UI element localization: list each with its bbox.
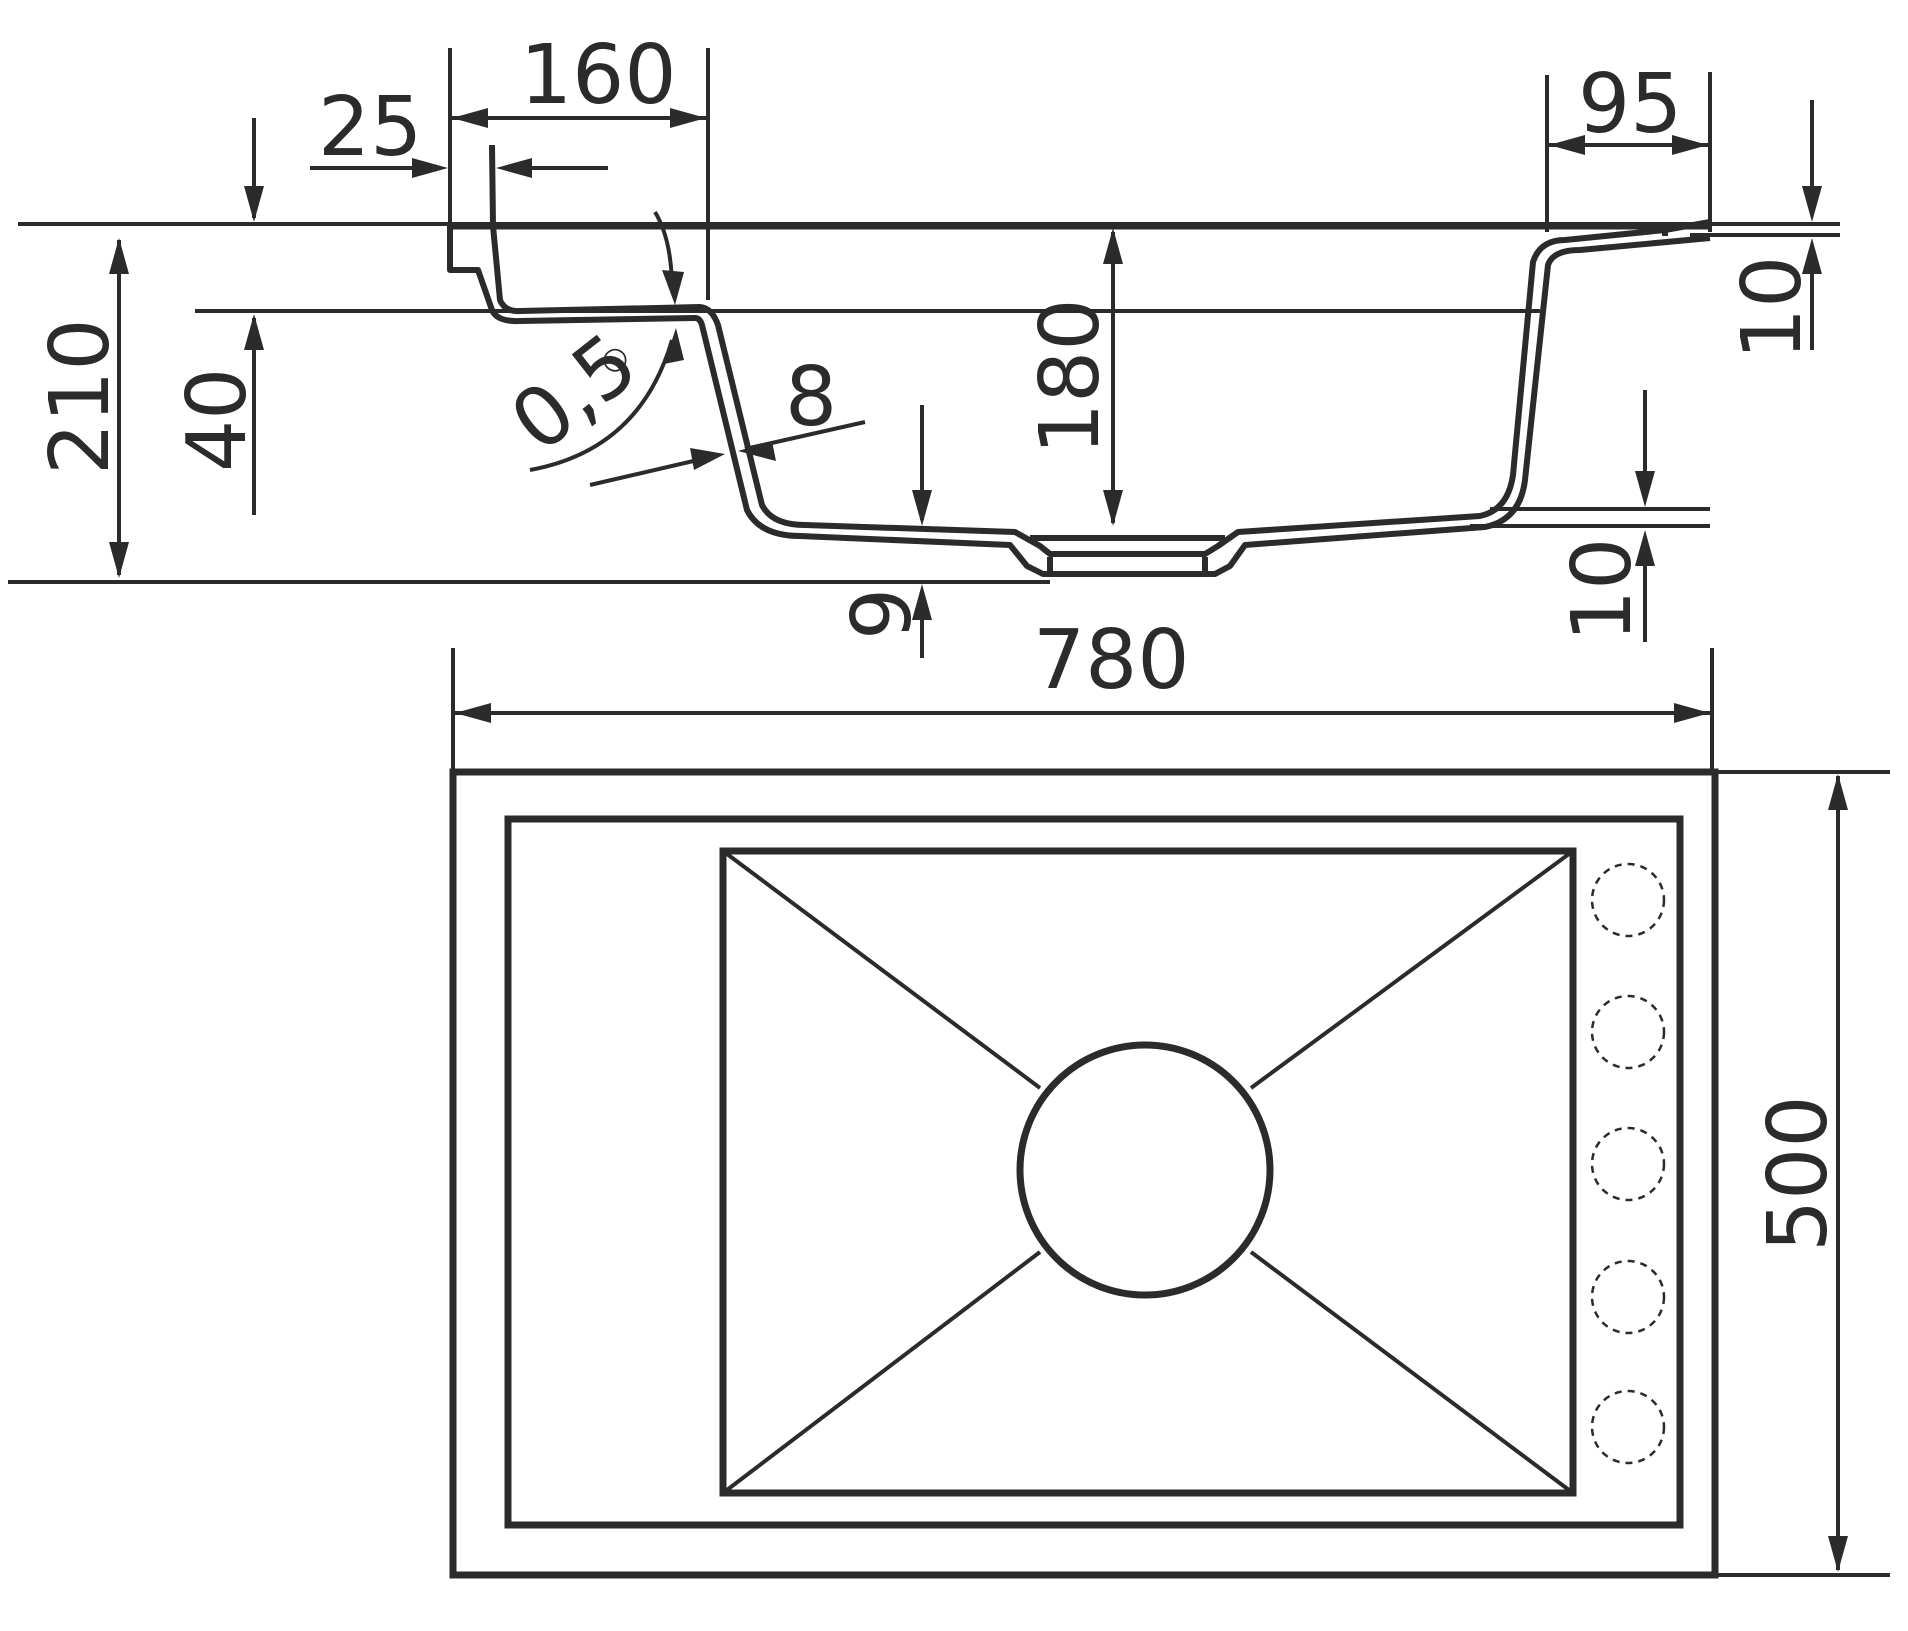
arrowhead	[1674, 703, 1710, 723]
arrowhead	[244, 314, 264, 350]
arrowhead	[1635, 530, 1655, 566]
arrowhead	[1672, 135, 1708, 155]
arrowhead	[1103, 490, 1123, 526]
sink-inner-profile	[489, 144, 1711, 557]
arrowhead	[738, 441, 776, 461]
arrowhead	[690, 448, 725, 470]
arrowhead	[1549, 135, 1585, 155]
arrowhead	[1103, 228, 1123, 264]
arrowhead	[109, 238, 129, 274]
dimension-label-780: 780	[1033, 613, 1190, 708]
dimension-label-180: 180	[1023, 298, 1118, 455]
dimension-label-500: 500	[1751, 1095, 1846, 1252]
arrowhead	[455, 703, 491, 723]
arrowhead	[662, 270, 684, 305]
faucet-hole-5	[1590, 1389, 1666, 1465]
sink-outer-profile	[447, 226, 1711, 577]
dimension-label-95: 95	[1578, 57, 1682, 152]
arrowhead	[1802, 186, 1822, 222]
faucet-hole-3	[1590, 1126, 1666, 1202]
dimension-label-40: 40	[170, 368, 265, 472]
faucet-hole-4	[1590, 1259, 1666, 1335]
arrowhead	[912, 584, 932, 620]
arrowhead	[244, 186, 264, 222]
angle-arc	[529, 339, 674, 472]
dimension-label-0-5: 0,5	[494, 316, 655, 471]
arrowhead	[109, 542, 129, 578]
dimension-label-160: 160	[520, 28, 677, 123]
drain-circle	[1016, 1041, 1274, 1299]
arrowhead	[412, 158, 448, 178]
dimension-label-9: 9	[835, 588, 930, 640]
arrowhead	[912, 490, 932, 526]
faucet-hole-2	[1590, 994, 1666, 1070]
side-section-view: 25 160 95 10 210 40 0,5 ○	[8, 28, 1840, 658]
arrowhead	[670, 108, 706, 128]
arrowhead	[664, 328, 684, 364]
dimension-label-25: 25	[318, 80, 422, 175]
arrowhead	[1828, 1536, 1848, 1572]
sink-inner-deck	[504, 815, 1684, 1529]
degree-symbol: ○	[602, 341, 628, 376]
dimension-label-210: 210	[33, 318, 128, 475]
dimension-label-10-top: 10	[1725, 256, 1820, 360]
arrowhead	[452, 108, 488, 128]
arrowhead	[1802, 238, 1822, 274]
arrowhead	[1828, 774, 1848, 810]
bowl-slope-line	[1249, 849, 1575, 1090]
sink-bowl	[719, 847, 1577, 1497]
arrowhead	[1635, 471, 1655, 507]
bowl-slope-line	[1249, 1250, 1575, 1495]
bowl-slope-line	[721, 849, 1042, 1090]
sink-outer-rim	[449, 768, 1719, 1579]
bowl-slope-line	[721, 1250, 1042, 1495]
dimension-label-8: 8	[785, 350, 837, 445]
arrowhead	[496, 158, 532, 178]
dimension-label-10-bottom: 10	[1555, 538, 1650, 642]
faucet-hole-1	[1590, 862, 1666, 938]
top-plan-view: 780 500	[449, 613, 1890, 1579]
